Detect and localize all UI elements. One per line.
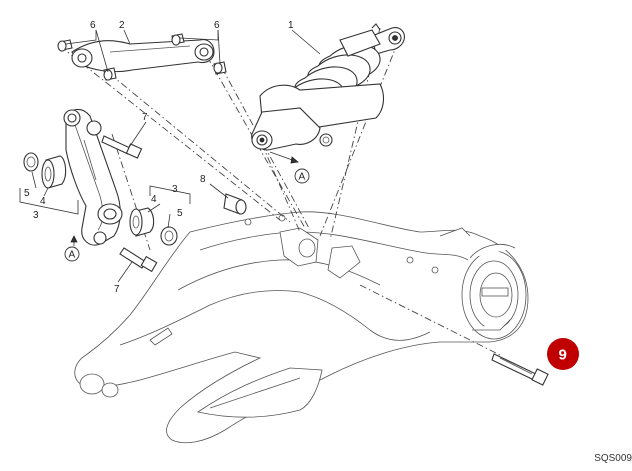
part-1-shock-absorber bbox=[251, 23, 405, 164]
parts-left-bearing-set bbox=[19, 152, 79, 215]
label-part-5: 5 bbox=[177, 208, 183, 219]
reference-marker-a-rocker: A bbox=[64, 235, 80, 262]
label-part-7: 7 bbox=[142, 112, 148, 123]
part-6-bushings bbox=[57, 33, 227, 81]
reference-marker-label: A bbox=[299, 172, 306, 183]
label-part-5: 5 bbox=[24, 188, 30, 199]
part-8-spacer bbox=[223, 193, 247, 215]
label-part-7: 7 bbox=[114, 284, 120, 295]
part-7-bolts bbox=[101, 135, 158, 273]
leader-lines bbox=[31, 29, 321, 283]
exploded-parts-diagram: 6 2 6 1 7 8 7 5 4 3 3 4 5 A A 9 SQS009 bbox=[19, 20, 632, 464]
diagram-canvas: 6 2 6 1 7 8 7 5 4 3 3 4 5 A A 9 bbox=[19, 20, 579, 444]
part-9-hotspot-badge[interactable]: 9 bbox=[547, 338, 579, 370]
rocker-link bbox=[63, 108, 123, 246]
label-part-3: 3 bbox=[33, 210, 39, 221]
label-part-3: 3 bbox=[172, 184, 178, 195]
label-part-6: 6 bbox=[90, 20, 96, 31]
reference-marker-a-shock: A bbox=[294, 168, 310, 184]
part-9-axle-bolt bbox=[491, 353, 549, 386]
part-2-tie-rod bbox=[71, 39, 215, 73]
reference-marker-label: A bbox=[69, 250, 76, 261]
label-part-8: 8 bbox=[200, 174, 206, 185]
swingarm bbox=[74, 211, 529, 444]
label-part-4: 4 bbox=[40, 196, 46, 207]
part-9-number: 9 bbox=[559, 347, 567, 364]
label-part-6: 6 bbox=[214, 20, 220, 31]
label-part-4: 4 bbox=[151, 194, 157, 205]
drawing-reference-code: SQS009 bbox=[594, 453, 632, 464]
parts-right-bearing-set bbox=[129, 185, 191, 246]
label-part-2: 2 bbox=[119, 20, 125, 31]
label-part-1: 1 bbox=[288, 20, 294, 31]
part-number-labels: 6 2 6 1 7 8 7 5 4 3 3 4 5 bbox=[24, 20, 294, 295]
